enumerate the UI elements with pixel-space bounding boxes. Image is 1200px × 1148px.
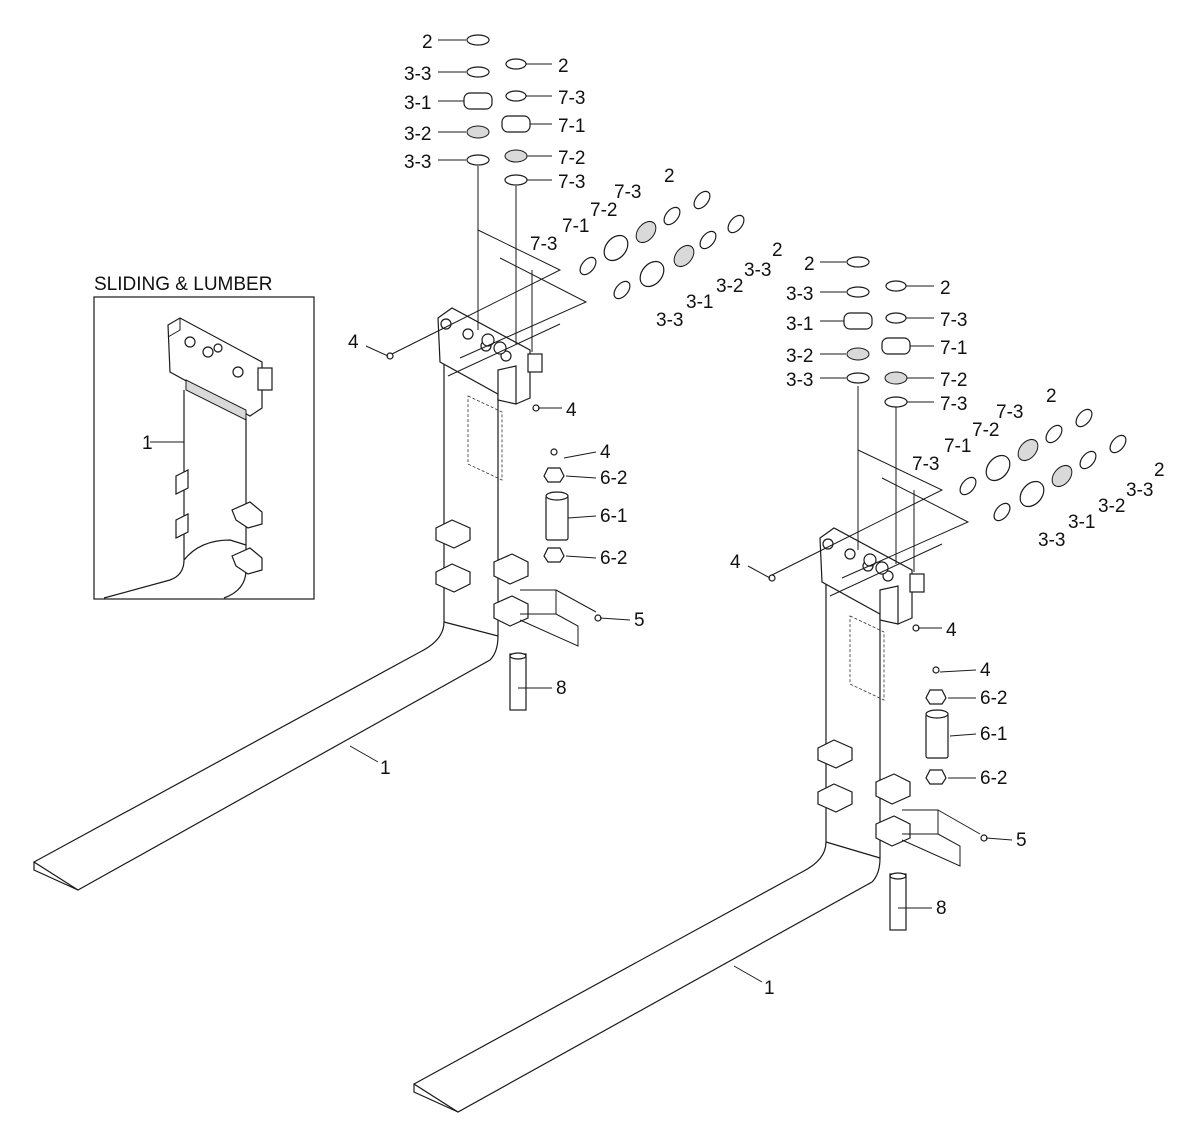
- left-label-diagMid-2: 7-3: [530, 234, 557, 255]
- right-shaft: [889, 873, 907, 931]
- left-label-roller-1: 6-2: [600, 468, 627, 489]
- left-label-bolt: 5: [634, 610, 645, 631]
- right-label-stackL-4: 3-3: [786, 370, 813, 391]
- right-label-roller-3: 6-2: [980, 768, 1007, 789]
- left-label-roller-2: 6-1: [600, 506, 627, 527]
- right-label-stackL-3: 3-2: [786, 346, 813, 367]
- left-label-diagR-0: 2: [772, 240, 783, 261]
- right-label-diagR-3: 3-1: [1068, 512, 1095, 533]
- left-label-stackR-4: 7-3: [558, 172, 585, 193]
- left-shaft: [509, 653, 527, 711]
- left-label-roller-3: 6-2: [600, 548, 627, 569]
- right-label-stackL-2: 3-1: [786, 314, 813, 335]
- left-label-stackR-1: 7-3: [558, 88, 585, 109]
- right-label-stackL-1: 3-3: [786, 284, 813, 305]
- right-label-stackR-2: 7-1: [940, 338, 967, 359]
- left-label-diagTop-0: 7-3: [614, 182, 641, 203]
- right-label-stackR-4: 7-3: [940, 394, 967, 415]
- right-label-diagTop-1: 2: [1046, 386, 1057, 407]
- left-label-diagTop-1: 2: [664, 166, 675, 187]
- left-label-pin-right: 4: [566, 400, 577, 421]
- left-label-diagR-4: 3-3: [656, 310, 683, 331]
- inset-frame: [93, 296, 315, 600]
- left-label-pin-left: 4: [348, 332, 359, 353]
- right-label-diagR-2: 3-2: [1098, 496, 1125, 517]
- right-label-diagMid-1: 7-1: [944, 436, 971, 457]
- right-label-pin-right: 4: [946, 620, 957, 641]
- left-label-diagMid-1: 7-1: [562, 216, 589, 237]
- right-label-pin-left: 4: [730, 552, 741, 573]
- left-label-diagMid-0: 7-2: [590, 200, 617, 221]
- inset-title: SLIDING & LUMBER: [94, 274, 272, 295]
- right-label-bolt: 5: [1016, 830, 1027, 851]
- right-label-diagR-0: 2: [1154, 460, 1165, 481]
- left-label-stackL-4: 3-3: [404, 152, 431, 173]
- left-label-diagR-2: 3-2: [716, 276, 743, 297]
- right-label-shaft: 8: [936, 898, 947, 919]
- inset-fork-label: 1: [142, 433, 153, 454]
- left-fork-body: [32, 328, 499, 891]
- left-label-stackL-2: 3-1: [404, 93, 431, 114]
- left-label-stackL-1: 3-3: [404, 64, 431, 85]
- right-label-diagMid-2: 7-3: [912, 454, 939, 475]
- right-label-stackR-3: 7-2: [940, 370, 967, 391]
- left-label-stackL-0: 2: [422, 32, 433, 53]
- right-label-diagR-1: 3-3: [1126, 480, 1153, 501]
- right-label-diagMid-0: 7-2: [972, 420, 999, 441]
- right-label-roller-2: 6-1: [980, 724, 1007, 745]
- right-fork-assembly: [412, 256, 1127, 1113]
- right-label-stackR-0: 2: [940, 278, 951, 299]
- left-label-stackR-3: 7-2: [558, 148, 585, 169]
- right-label-diagTop-0: 7-3: [996, 402, 1023, 423]
- left-label-shaft: 8: [556, 678, 567, 699]
- right-label-diagR-4: 3-3: [1038, 530, 1065, 551]
- left-label-diagR-3: 3-1: [686, 292, 713, 313]
- left-label-stackR-0: 2: [558, 56, 569, 77]
- inset-panel: SLIDING & LUMBER 1: [93, 274, 315, 600]
- left-label-stackR-2: 7-1: [558, 116, 585, 137]
- left-label-diagR-1: 3-3: [744, 260, 771, 281]
- right-label-stackR-1: 7-3: [940, 310, 967, 331]
- left-label-stackL-3: 3-2: [404, 124, 431, 145]
- right-label-fork: 1: [764, 978, 775, 999]
- right-label-roller-0: 4: [980, 660, 991, 681]
- right-label-stackL-0: 2: [804, 254, 815, 275]
- right-label-roller-1: 6-2: [980, 688, 1007, 709]
- left-label-fork: 1: [380, 758, 391, 779]
- left-label-roller-0: 4: [600, 442, 611, 463]
- left-fork-assembly: [32, 34, 745, 891]
